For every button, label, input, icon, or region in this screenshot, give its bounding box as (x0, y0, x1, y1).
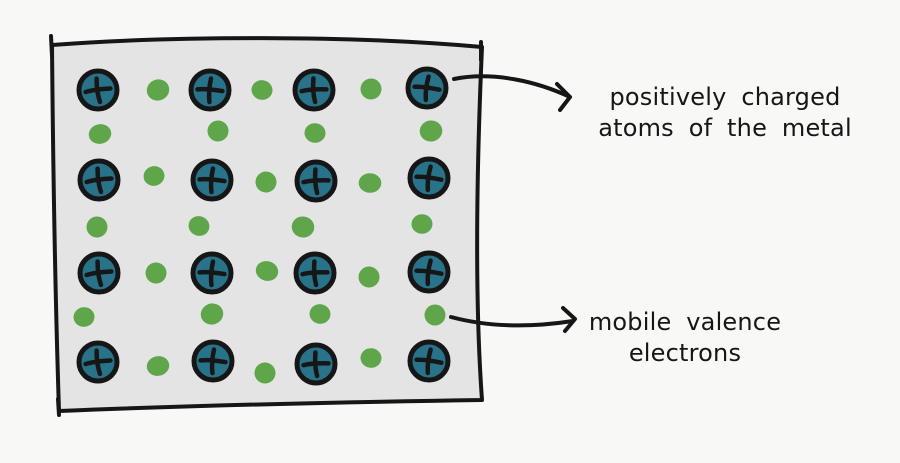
electrons-label: mobile valence electrons (552, 307, 818, 369)
arrow-shaft (449, 315, 575, 328)
electron-dot (251, 80, 273, 100)
metal-atom (407, 250, 451, 294)
metal-atom (76, 68, 120, 112)
electron-dot (291, 216, 315, 238)
metal-atom (188, 68, 232, 112)
metal-atom (294, 159, 338, 203)
metal-lattice-box (50, 36, 484, 413)
metal-atom (191, 339, 235, 383)
plus-icon (84, 259, 114, 288)
metal-atom (405, 66, 449, 110)
plus-icon (300, 259, 330, 288)
plus-icon (299, 76, 329, 105)
plus-icon (414, 347, 444, 376)
electron-dot (358, 173, 382, 193)
arrowhead-icon (555, 82, 572, 112)
electron-dot (254, 362, 276, 384)
atoms-label: positively charged atoms of the metal (575, 82, 875, 144)
electron-dot (88, 124, 112, 144)
electron-dot (143, 166, 165, 186)
electron-dot (304, 123, 326, 143)
electron-dot (200, 303, 224, 325)
electrons-label-line2: electrons (628, 339, 742, 367)
plus-icon (301, 167, 331, 196)
electron-dot (255, 171, 277, 193)
electrons-label-line1: mobile valence (588, 308, 782, 336)
arrow-to-electrons-label (449, 306, 577, 333)
atoms-label-line1: positively charged (609, 83, 841, 111)
plus-icon (195, 76, 225, 105)
electron-dot (255, 261, 279, 281)
metal-atom (407, 339, 451, 383)
electron-dot (360, 78, 382, 100)
plus-icon (197, 259, 227, 288)
metal-atom (190, 251, 234, 295)
electrons-layer (73, 78, 446, 384)
plus-icon (414, 164, 444, 193)
electron-dot (358, 266, 380, 288)
electron-dot (188, 216, 210, 236)
plus-icon (414, 258, 444, 287)
plus-icon (83, 348, 113, 377)
electron-dot (419, 120, 443, 142)
atoms-layer (76, 66, 451, 386)
electron-dot (86, 216, 108, 238)
arrow-shaft (452, 74, 572, 99)
arrowhead-icon (561, 306, 577, 333)
electron-dot (145, 262, 167, 284)
electron-dot (146, 356, 170, 376)
metal-atom (293, 251, 337, 295)
electron-dot (411, 214, 433, 234)
electron-dot (207, 120, 229, 142)
electron-dot (146, 79, 170, 101)
plus-icon (301, 350, 331, 379)
plus-icon (412, 74, 442, 103)
electron-dot (309, 304, 331, 324)
electron-dot (424, 304, 446, 326)
metal-atom (294, 342, 338, 386)
electron-dot (360, 348, 382, 368)
metal-atom (190, 158, 234, 202)
metal-atom (77, 251, 121, 295)
metal-atom (407, 156, 451, 200)
plus-icon (198, 347, 228, 376)
plus-icon (83, 76, 113, 105)
arrow-to-atoms-label (452, 74, 572, 112)
metal-atom (292, 68, 336, 112)
metal-atom (77, 158, 121, 202)
atoms-label-line2: atoms of the metal (598, 114, 852, 142)
plus-icon (197, 166, 227, 195)
metal-atom (76, 340, 120, 384)
electron-dot (73, 307, 95, 327)
plus-icon (84, 166, 114, 195)
box-corner-ticks (49, 34, 483, 417)
